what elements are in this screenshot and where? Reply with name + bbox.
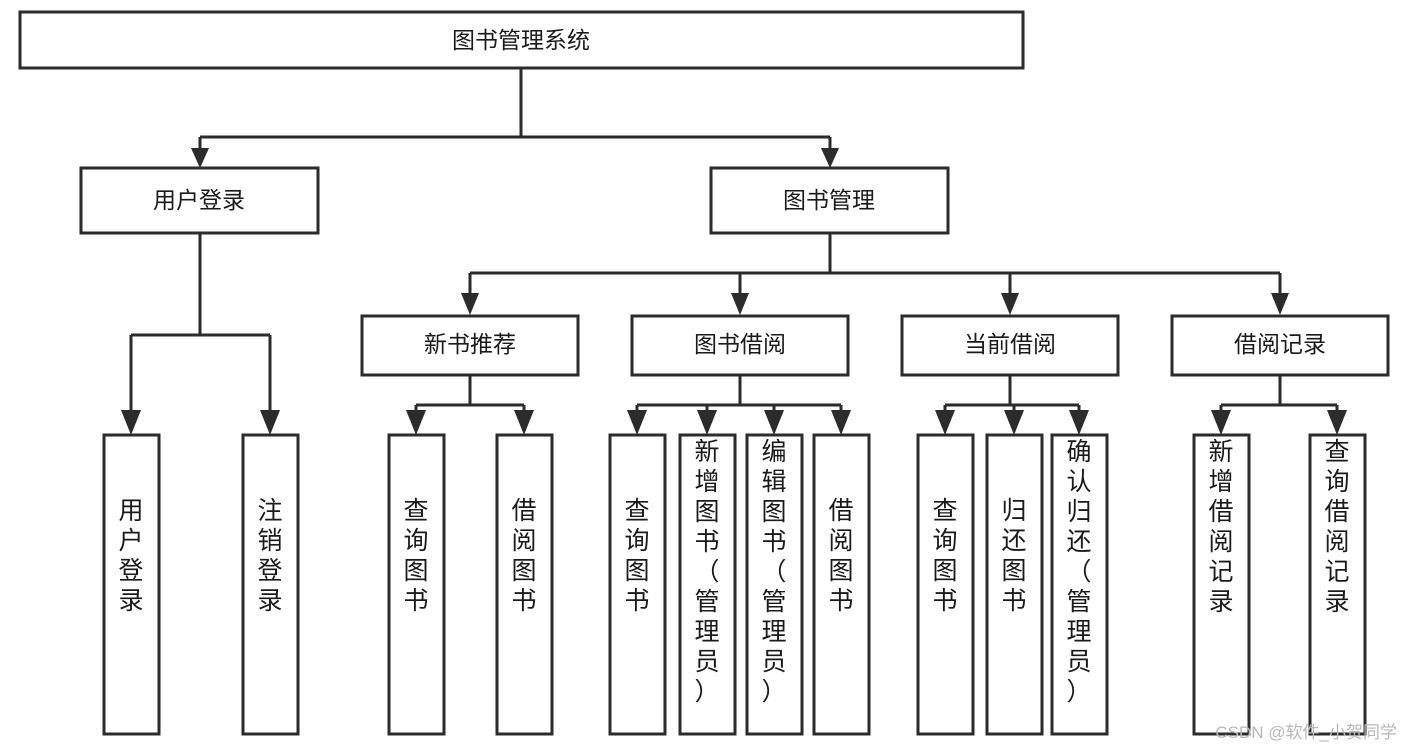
connector-borrow-record-trunk	[1219, 375, 1339, 412]
node-leaf-add-record-label: 新增借阅记录	[1208, 438, 1233, 616]
node-leaf-query-book-rec-label: 查询图书	[403, 497, 428, 615]
node-leaf-add-record-box[interactable]	[1192, 433, 1251, 736]
node-leaf-query-book-borrow-box[interactable]	[608, 433, 667, 736]
node-leaf-query-record-label: 查询借阅记录	[1324, 438, 1349, 616]
arrow-to-leaf-query-book-current	[935, 410, 955, 435]
arrow-to-leaf-confirm-return	[1069, 410, 1089, 435]
connector-new-book-recommend-trunk	[414, 375, 526, 412]
node-leaf-return-book[interactable]: 归还图书	[985, 433, 1044, 736]
node-root[interactable]: 图书管理系统	[18, 10, 1025, 70]
arrow-to-leaf-add-record	[1211, 410, 1231, 435]
node-leaf-borrow-book-rec-label: 借阅图书	[511, 497, 536, 615]
node-new-book-recommend[interactable]: 新书推荐	[360, 314, 580, 377]
node-root-box[interactable]	[18, 10, 1025, 70]
node-leaf-edit-book-box[interactable]	[745, 433, 804, 736]
arrow-to-leaf-borrow-book-rec	[514, 410, 534, 435]
arrow-to-leaf-add-book	[697, 410, 717, 435]
node-root-label: 图书管理系统	[452, 27, 590, 53]
node-leaf-return-book-label: 归还图书	[1001, 497, 1026, 615]
node-leaf-add-book-box[interactable]	[678, 433, 737, 736]
node-book-borrow-label: 图书借阅	[694, 331, 786, 357]
node-leaf-user-login-label: 用户登录	[118, 497, 143, 615]
arrow-to-leaf-borrow-book	[831, 410, 851, 435]
connector-book-manage-trunk	[468, 233, 1282, 295]
connector-user-login-trunk	[129, 233, 272, 412]
node-book-manage-box[interactable]	[709, 166, 950, 235]
node-leaf-confirm-return-label: 确认归还（管理员）	[1066, 438, 1091, 706]
node-leaf-query-book-current[interactable]: 查询图书	[916, 433, 975, 736]
node-user-login[interactable]: 用户登录	[79, 166, 320, 235]
node-leaf-query-book-current-box[interactable]	[916, 433, 975, 736]
arrow-to-leaf-logout	[260, 410, 280, 435]
node-leaf-logout[interactable]: 注销登录	[241, 433, 300, 736]
node-borrow-record[interactable]: 借阅记录	[1170, 314, 1390, 377]
node-leaf-confirm-return[interactable]: 确认归还（管理员）	[1050, 433, 1109, 736]
node-leaf-add-book[interactable]: 新增图书（管理员）	[678, 433, 737, 736]
node-book-borrow-box[interactable]	[630, 314, 850, 377]
node-leaf-query-record[interactable]: 查询借阅记录	[1308, 433, 1367, 736]
node-leaf-edit-book[interactable]: 编辑图书（管理员）	[745, 433, 804, 736]
node-new-book-recommend-label: 新书推荐	[424, 331, 516, 357]
arrow-to-book-borrow	[731, 293, 749, 315]
node-leaf-logout-box[interactable]	[241, 433, 300, 736]
arrow-to-user-login	[191, 148, 209, 168]
node-leaf-query-record-box[interactable]	[1308, 433, 1367, 736]
arrow-to-leaf-query-record	[1327, 410, 1347, 435]
node-leaf-borrow-book-box[interactable]	[812, 433, 871, 736]
node-current-borrow[interactable]: 当前借阅	[900, 314, 1120, 377]
arrow-to-book-manage	[821, 148, 839, 168]
node-leaf-query-book-borrow-label: 查询图书	[624, 497, 649, 615]
arrow-to-leaf-query-book-rec	[406, 410, 426, 435]
arrow-to-borrow-record	[1271, 293, 1289, 315]
node-user-login-box[interactable]	[79, 166, 320, 235]
node-leaf-borrow-book-rec[interactable]: 借阅图书	[495, 433, 554, 736]
connector-current-borrow-trunk	[943, 375, 1081, 412]
node-book-manage[interactable]: 图书管理	[709, 166, 950, 235]
node-borrow-record-label: 借阅记录	[1234, 331, 1326, 357]
arrow-to-leaf-query-book-borrow	[627, 410, 647, 435]
node-leaf-query-book-rec[interactable]: 查询图书	[387, 433, 446, 736]
node-borrow-record-box[interactable]	[1170, 314, 1390, 377]
arrow-to-new-book-recommend	[461, 293, 479, 315]
node-leaf-query-book-rec-box[interactable]	[387, 433, 446, 736]
node-new-book-recommend-box[interactable]	[360, 314, 580, 377]
node-leaf-confirm-return-box[interactable]	[1050, 433, 1109, 736]
node-book-manage-label: 图书管理	[783, 187, 875, 213]
arrow-to-current-borrow	[1001, 293, 1019, 315]
node-leaf-borrow-book[interactable]: 借阅图书	[812, 433, 871, 736]
connector-root-trunk	[198, 68, 832, 155]
node-current-borrow-label: 当前借阅	[964, 331, 1056, 357]
arrow-to-leaf-return-book	[1004, 410, 1024, 435]
node-leaf-borrow-book-rec-box[interactable]	[495, 433, 554, 736]
node-leaf-add-book-label: 新增图书（管理员）	[694, 438, 719, 706]
node-leaf-query-book-borrow[interactable]: 查询图书	[608, 433, 667, 736]
node-leaf-logout-label: 注销登录	[257, 497, 282, 615]
node-leaf-edit-book-label: 编辑图书（管理员）	[761, 438, 786, 706]
arrow-to-leaf-edit-book	[764, 410, 784, 435]
node-user-login-label: 用户登录	[153, 187, 245, 213]
node-leaf-user-login[interactable]: 用户登录	[102, 433, 161, 736]
node-current-borrow-box[interactable]	[900, 314, 1120, 377]
connector-book-borrow-trunk	[635, 375, 843, 412]
connector-layer	[121, 68, 1347, 435]
node-leaf-borrow-book-label: 借阅图书	[828, 497, 853, 615]
node-book-borrow[interactable]: 图书借阅	[630, 314, 850, 377]
node-leaf-query-book-current-label: 查询图书	[932, 497, 957, 615]
node-leaf-return-book-box[interactable]	[985, 433, 1044, 736]
node-leaf-user-login-box[interactable]	[102, 433, 161, 736]
arrow-to-leaf-user-login	[121, 410, 141, 435]
node-leaf-add-record[interactable]: 新增借阅记录	[1192, 433, 1251, 736]
